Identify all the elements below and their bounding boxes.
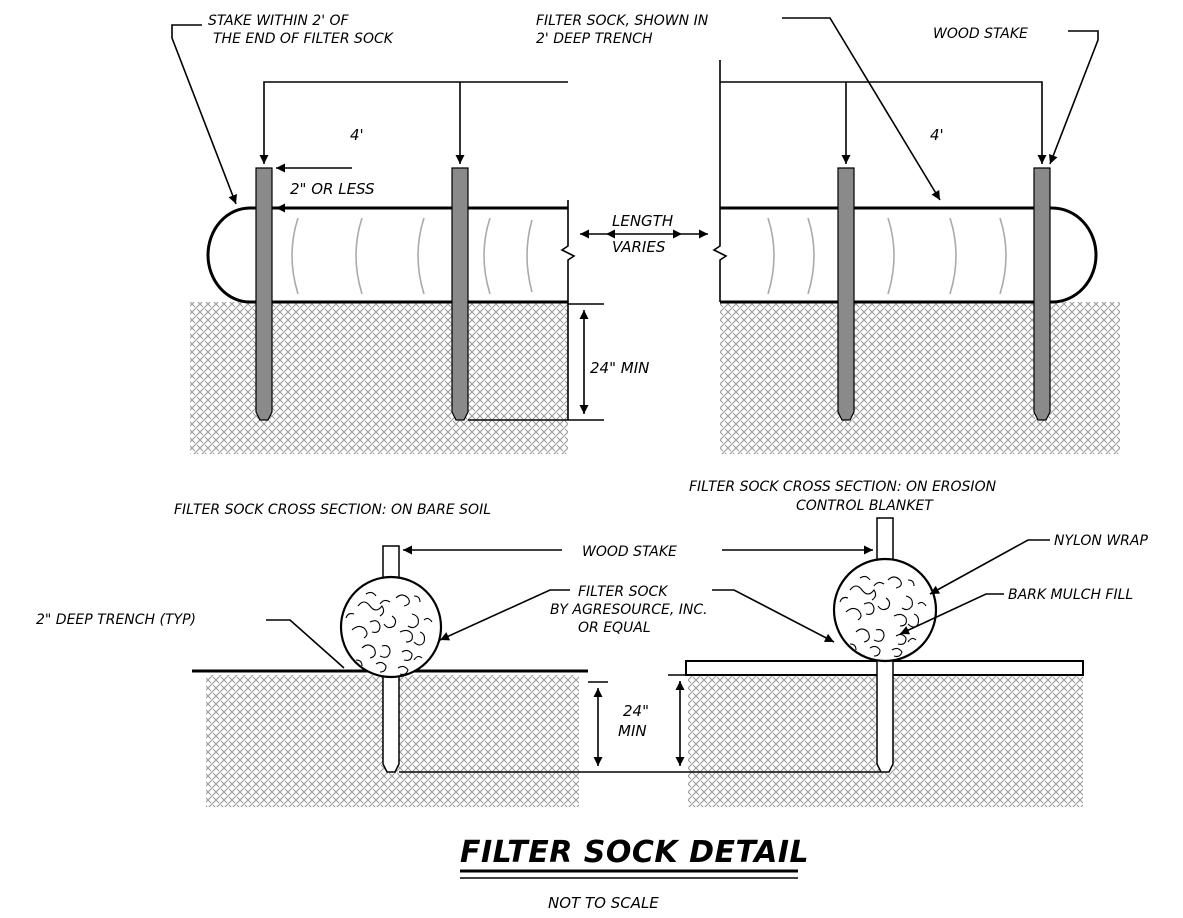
stake-within-label-line2: THE END OF FILTER SOCK bbox=[213, 31, 395, 47]
stake-2 bbox=[451, 167, 469, 421]
wood-stake-label-sections: WOOD STAKE bbox=[582, 544, 677, 560]
length-label-line2: VARIES bbox=[612, 238, 666, 256]
sock-break-left bbox=[560, 200, 576, 420]
stake-within-label-line1: STAKE WITHIN 2' OF bbox=[208, 13, 350, 29]
sock-break-right bbox=[712, 60, 728, 302]
length-label-line1: LENGTH bbox=[612, 212, 673, 230]
filter-sock-trench-line1: FILTER SOCK, SHOWN IN bbox=[536, 13, 709, 29]
stake-within-leader bbox=[171, 24, 237, 205]
spacing-label-left: 4' bbox=[350, 126, 364, 144]
spacing-dim-left bbox=[259, 81, 568, 164]
stake-3 bbox=[837, 167, 855, 421]
spacing-dim-right bbox=[720, 81, 1047, 164]
section-depth-label-line2: MIN bbox=[618, 722, 647, 740]
stake-1 bbox=[255, 167, 273, 421]
section-blanket: FILTER SOCK CROSS SECTION: ON EROSION CO… bbox=[685, 479, 1148, 807]
sock-fill-left bbox=[345, 591, 433, 676]
drawing-subtitle: NOT TO SCALE bbox=[548, 894, 659, 912]
filter-sock-label-line3: OR EQUAL bbox=[578, 620, 651, 636]
drawing-title: FILTER SOCK DETAIL bbox=[460, 835, 809, 870]
sock-fibers-right bbox=[767, 217, 1007, 295]
two-inch-label: 2" OR LESS bbox=[290, 180, 375, 198]
bark-mulch-label: BARK MULCH FILL bbox=[1008, 587, 1133, 603]
filter-sock-label-line1: FILTER SOCK bbox=[578, 584, 669, 600]
blanket-title-line2: CONTROL BLANKET bbox=[796, 498, 934, 514]
soil-block-right bbox=[720, 302, 1120, 454]
filter-sock-section-right bbox=[832, 557, 938, 663]
depth-label: 24" MIN bbox=[590, 359, 649, 377]
trench-label: 2" DEEP TRENCH (TYP) bbox=[36, 612, 196, 628]
filter-sock-leader-left bbox=[439, 589, 570, 641]
filter-sock-label-line2: BY AGRESOURCE, INC. bbox=[550, 602, 708, 618]
blanket-title-line1: FILTER SOCK CROSS SECTION: ON EROSION bbox=[689, 479, 997, 495]
section-bare-soil: FILTER SOCK CROSS SECTION: ON BARE SOIL … bbox=[36, 502, 588, 807]
section-depth-label-line1: 24" bbox=[623, 702, 649, 720]
wood-stake-leader-top bbox=[1049, 30, 1099, 165]
sock-fibers-left bbox=[291, 217, 533, 295]
section-annotations: WOOD STAKE FILTER SOCK BY AGRESOURCE, IN… bbox=[399, 544, 881, 773]
nylon-wrap-label: NYLON WRAP bbox=[1054, 533, 1148, 549]
filter-sock-trench-line2: 2' DEEP TRENCH bbox=[536, 31, 653, 47]
bark-mulch-leader bbox=[899, 593, 1004, 635]
elevation-view: 4' 4' 2" OR LESS STAKE WITHIN 2' OF THE … bbox=[171, 13, 1120, 454]
filter-sock-left bbox=[206, 206, 568, 304]
filter-sock-leader-right bbox=[712, 589, 835, 643]
title-block: FILTER SOCK DETAIL NOT TO SCALE bbox=[460, 835, 809, 912]
filter-sock-right bbox=[720, 206, 1098, 304]
soil-block-left bbox=[190, 302, 568, 454]
filter-sock-trench-leader bbox=[782, 17, 941, 201]
wood-stake-label-top: WOOD STAKE bbox=[933, 26, 1028, 42]
stake-4 bbox=[1033, 167, 1051, 421]
trench-leader bbox=[266, 619, 345, 669]
spacing-label-right: 4' bbox=[930, 126, 944, 144]
bare-soil-title: FILTER SOCK CROSS SECTION: ON BARE SOIL bbox=[174, 502, 491, 518]
nylon-wrap-leader bbox=[929, 539, 1050, 595]
sock-fill-right bbox=[839, 575, 927, 658]
